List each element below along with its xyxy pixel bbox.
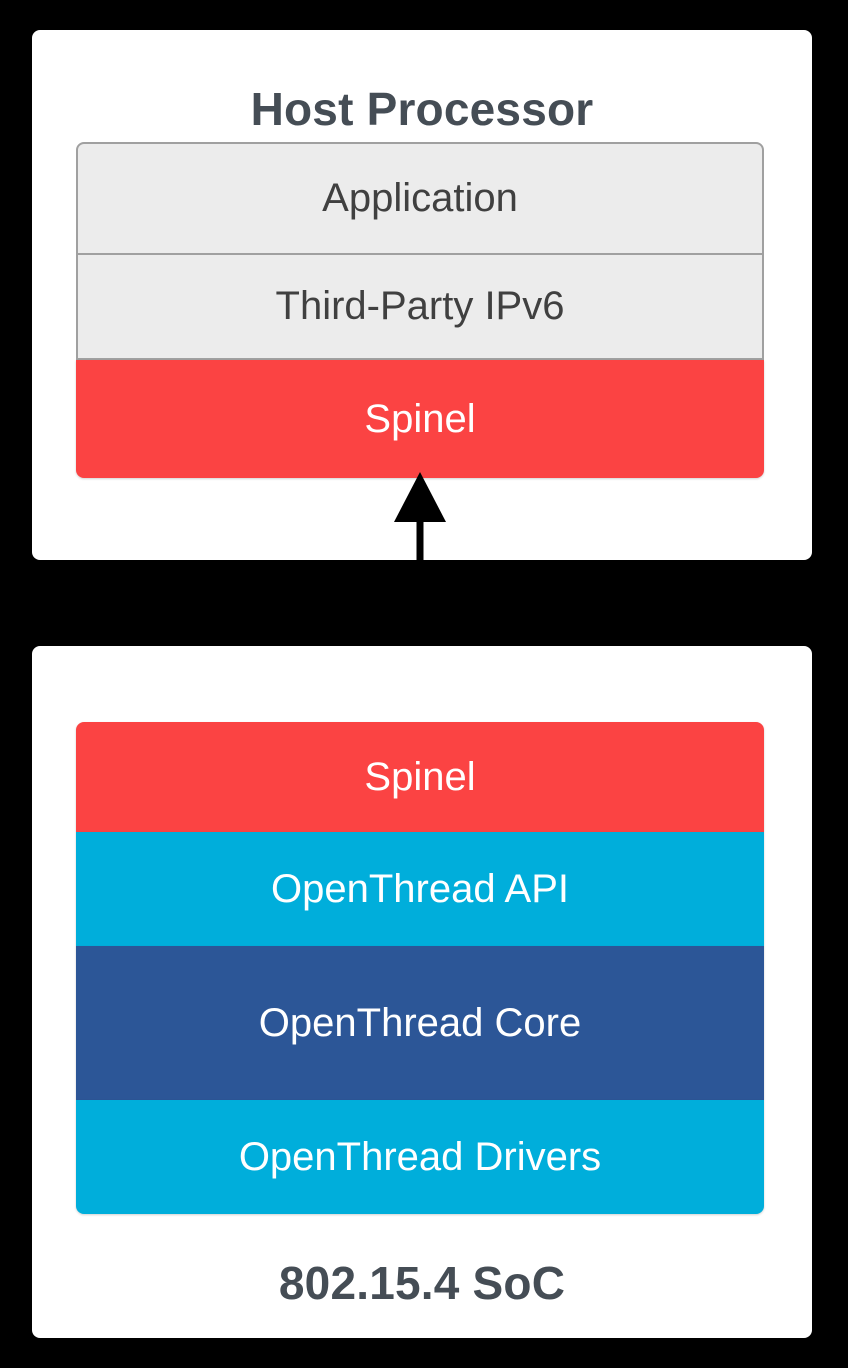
soc-title: 802.15.4 SoC (278, 1257, 566, 1309)
layer-openthread-api[interactable]: OpenThread API (76, 832, 764, 946)
host-processor-title: Host Processor (250, 83, 594, 135)
layer-soc-spinel-label: Spinel (364, 754, 476, 799)
layer-openthread-core-label: OpenThread Core (258, 1000, 582, 1045)
layer-soc-spinel[interactable]: Spinel (76, 722, 764, 832)
layer-third-party-ipv6[interactable]: Third-Party IPv6 (76, 253, 764, 360)
layer-openthread-core[interactable]: OpenThread Core (76, 946, 764, 1100)
soc-layer-stack: Spinel OpenThread API OpenThread Core Op… (76, 722, 764, 1214)
layer-third-party-ipv6-label: Third-Party IPv6 (275, 284, 565, 328)
layer-application-label: Application (322, 176, 518, 220)
soc-card: Spinel OpenThread API OpenThread Core Op… (32, 646, 812, 1338)
layer-host-spinel[interactable]: Spinel (76, 360, 764, 478)
layer-openthread-drivers[interactable]: OpenThread Drivers (76, 1100, 764, 1214)
layer-openthread-drivers-label: OpenThread Drivers (238, 1134, 602, 1179)
layer-openthread-api-label: OpenThread API (271, 866, 569, 911)
host-processor-card: Host Processor Application Third-Party I… (32, 30, 812, 560)
layer-host-spinel-label: Spinel (364, 396, 476, 441)
layer-application[interactable]: Application (76, 142, 764, 255)
host-layer-stack: Application Third-Party IPv6 Spinel (76, 142, 764, 478)
